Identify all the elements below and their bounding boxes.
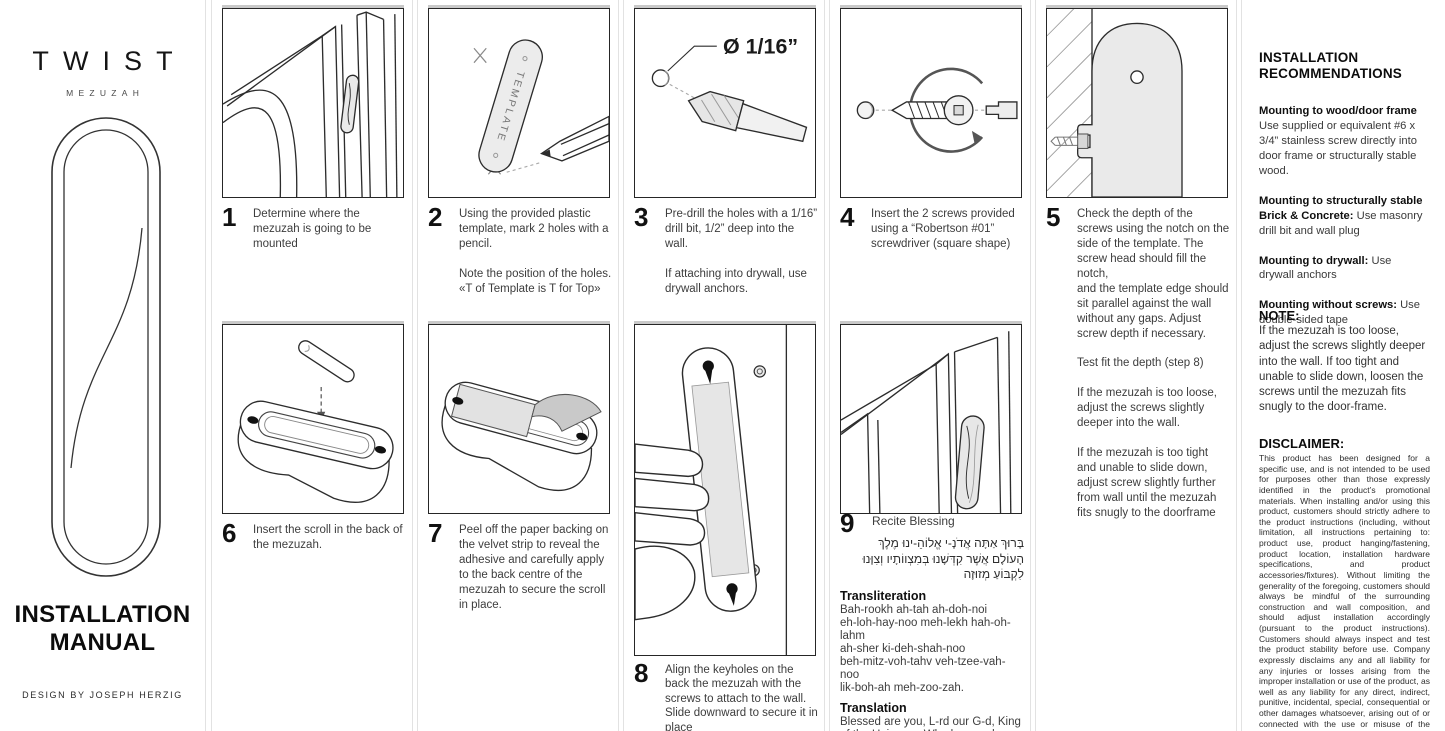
disclaimer-section: DISCLAIMER: This product has been design… [1259, 436, 1430, 731]
transliteration-heading: Transliteration [840, 588, 927, 603]
transliteration-text: Bah-rookh ah-tah ah-doh-noi eh-loh-hay-n… [840, 603, 1011, 694]
step-4-text: Insert the 2 screws provided using a “Ro… [871, 208, 1015, 250]
steps-column-1: 1 Determine where the mezuzah is going t… [211, 0, 413, 731]
recommendation-brick-lead: Mounting to structurally stable Brick & … [1259, 194, 1423, 222]
depth-check-drawing [1047, 9, 1183, 197]
recommendation-wood-body: Use supplied or equivalent #6 x 3/4” sta… [1259, 120, 1417, 177]
note-heading: NOTE: [1259, 308, 1300, 323]
step-6-illustration-box [222, 324, 404, 514]
step-4-number: 4 [840, 202, 855, 232]
brand-column: TWIST MEZUZAH INSTALLATION MANUAL DESIGN… [0, 0, 206, 731]
brand-logo: TWIST [32, 46, 187, 76]
disclaimer-heading: DISCLAIMER: [1259, 436, 1345, 451]
disclaimer-body: This product has been designed for a spe… [1259, 453, 1430, 731]
step-8-illustration-box [634, 324, 816, 656]
hand-mounting-drawing [635, 325, 788, 655]
step-9-number: 9 [840, 508, 855, 538]
recommendation-no-screws-body: Use double-sided tape [1259, 299, 1420, 327]
step-6-text: Insert the scroll in the back of the mez… [253, 524, 403, 551]
step-7: 7 Peel off the paper backing on the velv… [428, 520, 612, 613]
recommendation-wood: Mounting to wood/door frame Use supplied… [1259, 104, 1429, 178]
step-1-text: Determine where the mezuzah is going to … [253, 208, 372, 250]
step-9-label: Recite Blessing [872, 514, 955, 528]
step-2: 2 Using the provided plastic template, m… [428, 204, 612, 297]
design-credit: DESIGN BY JOSEPH HERZIG [22, 690, 183, 700]
step-3: 3 Pre-drill the holes with a 1/16” drill… [634, 204, 818, 297]
step-2-illustration-box: TEMPLATE [428, 8, 610, 198]
step-9-illustration-box [840, 324, 1022, 514]
step-6: 6 Insert the scroll in the back of the m… [222, 520, 406, 553]
note-section: NOTE: If the mezuzah is too loose, adjus… [1259, 308, 1429, 416]
step-9: 9 Recite Blessing בָּרוּךְ אַתָּה אֲדֹנָ… [840, 510, 1024, 731]
step-3-text: Pre-drill the holes with a 1/16” drill b… [665, 208, 818, 295]
step-5-number: 5 [1046, 202, 1061, 232]
drill-diameter-label: Ø 1/16” [723, 33, 798, 58]
recommendation-drywall: Mounting to drywall: Use drywall anchors [1259, 254, 1429, 284]
step-1: 1 Determine where the mezuzah is going t… [222, 204, 406, 252]
template-pencil-drawing: TEMPLATE [473, 39, 609, 175]
steps-column-2: TEMPLATE 2 Using the provided plastic te… [417, 0, 619, 731]
step-4: 4 Insert the 2 screws provided using a “… [840, 204, 1024, 252]
steps-column-4: 4 Insert the 2 screws provided using a “… [829, 0, 1031, 731]
translation-heading: Translation [840, 700, 907, 715]
recommendation-brick: Mounting to structurally stable Brick & … [1259, 194, 1429, 239]
step-8-text: Align the keyholes on the back the mezuz… [665, 664, 818, 731]
recommendation-no-screws-lead: Mounting without screws: [1259, 299, 1397, 312]
translation-text: Blessed are you, L-rd our G-d, King of t… [840, 715, 1021, 731]
recommendation-no-screws: Mounting without screws: Use double-side… [1259, 298, 1429, 328]
step-4-illustration-box [840, 8, 1022, 198]
recommendations-heading: INSTALLATION RECOMMENDATIONS [1259, 50, 1402, 82]
step-7-number: 7 [428, 518, 443, 548]
step-6-number: 6 [222, 518, 237, 548]
recommendation-brick-body: Use masonry drill bit and wall plug [1259, 209, 1423, 237]
drill-bit-drawing: Ø 1/16” [651, 33, 808, 143]
step-3-number: 3 [634, 202, 649, 232]
scroll-insert-drawing [237, 340, 394, 503]
step-8: 8 Align the keyholes on the back the mez… [634, 660, 818, 731]
step-8-number: 8 [634, 658, 649, 688]
recommendation-drywall-lead: Mounting to drywall: [1259, 254, 1369, 267]
steps-column-3: Ø 1/16” 3 Pre-drill the holes with a 1/1… [623, 0, 825, 731]
step-3-illustration-box: Ø 1/16” [634, 8, 816, 198]
step-7-text: Peel off the paper backing on the velvet… [459, 524, 609, 611]
step-5-text: Check the depth of the screws using the … [1077, 208, 1230, 519]
step-5-illustration-box [1046, 8, 1228, 198]
step-2-number: 2 [428, 202, 443, 232]
step-2-text: Using the provided plastic template, mar… [459, 208, 612, 295]
step-1-illustration-box [222, 8, 404, 198]
twist-mezuzah-outline-drawing [51, 117, 161, 577]
page-title: INSTALLATION MANUAL [14, 601, 191, 657]
blessing-hebrew-text: בָּרוּךְ אַתָּה אֲדֹנָ-י אֱלוֹהֵ-ינוּ מֶ… [862, 536, 1024, 582]
steps-column-5: 5 Check the depth of the screws using th… [1035, 0, 1237, 731]
door-frame-drawing [223, 11, 398, 197]
mounted-mezuzah-drawing [841, 331, 1012, 513]
velvet-strip-peel-drawing [441, 381, 602, 492]
screw-driver-drawing [856, 67, 1018, 153]
mezuzah-marker [340, 74, 360, 134]
step-1-number: 1 [222, 202, 237, 232]
step-5: 5 Check the depth of the screws using th… [1046, 204, 1230, 521]
step-7-illustration-box [428, 324, 610, 514]
brand-logo-subtitle: MEZUZAH [66, 88, 145, 98]
recommendation-drywall-body: Use drywall anchors [1259, 254, 1392, 282]
note-body: If the mezuzah is too loose, adjust the … [1259, 325, 1426, 414]
recommendations-column: INSTALLATION RECOMMENDATIONS Mounting to… [1241, 0, 1445, 731]
recommendation-wood-lead: Mounting to wood/door frame [1259, 105, 1417, 118]
